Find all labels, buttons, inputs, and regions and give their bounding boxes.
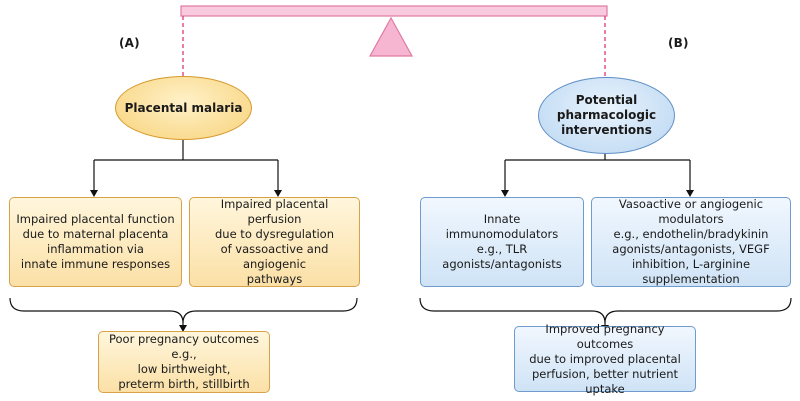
interventions-oval: Potential pharmacologic interventions xyxy=(538,77,675,154)
placental-malaria-label: Placental malaria xyxy=(124,100,243,115)
right-brace xyxy=(419,297,792,324)
vasoactive-modulators-box: Vasoactive or angiogenic modulators e.g.… xyxy=(591,197,791,287)
vasoactive-modulators-text: Vasoactive or angiogenic modulators e.g.… xyxy=(612,197,770,286)
placental-malaria-oval: Placental malaria xyxy=(115,76,252,140)
panel-label-b: (B) xyxy=(668,36,689,50)
impaired-perfusion-box: Impaired placental perfusion due to dysr… xyxy=(189,197,360,287)
interventions-label: Potential pharmacologic interventions xyxy=(556,93,657,137)
improved-outcomes-text: Improved pregnancy outcomes due to impro… xyxy=(529,321,681,396)
impaired-perfusion-text: Impaired placental perfusion due to dysr… xyxy=(214,197,335,286)
impaired-function-box: Impaired placental function due to mater… xyxy=(9,197,182,287)
poor-outcomes-text: Poor pregnancy outcomes e.g., low birthw… xyxy=(109,332,259,391)
left-tree-lines xyxy=(90,139,282,197)
immunomodulators-box: Innate immunomodulators e.g., TLR agonis… xyxy=(420,197,584,287)
left-brace xyxy=(9,297,358,324)
impaired-function-text: Impaired placental function due to mater… xyxy=(16,212,175,271)
balance-beam xyxy=(180,5,608,17)
poor-outcomes-box: Poor pregnancy outcomes e.g., low birthw… xyxy=(98,331,270,393)
immunomodulators-text: Innate immunomodulators e.g., TLR agonis… xyxy=(442,212,562,271)
panel-label-a: (A) xyxy=(119,36,140,50)
balance-fulcrum xyxy=(368,16,414,57)
improved-outcomes-box: Improved pregnancy outcomes due to impro… xyxy=(514,322,696,396)
